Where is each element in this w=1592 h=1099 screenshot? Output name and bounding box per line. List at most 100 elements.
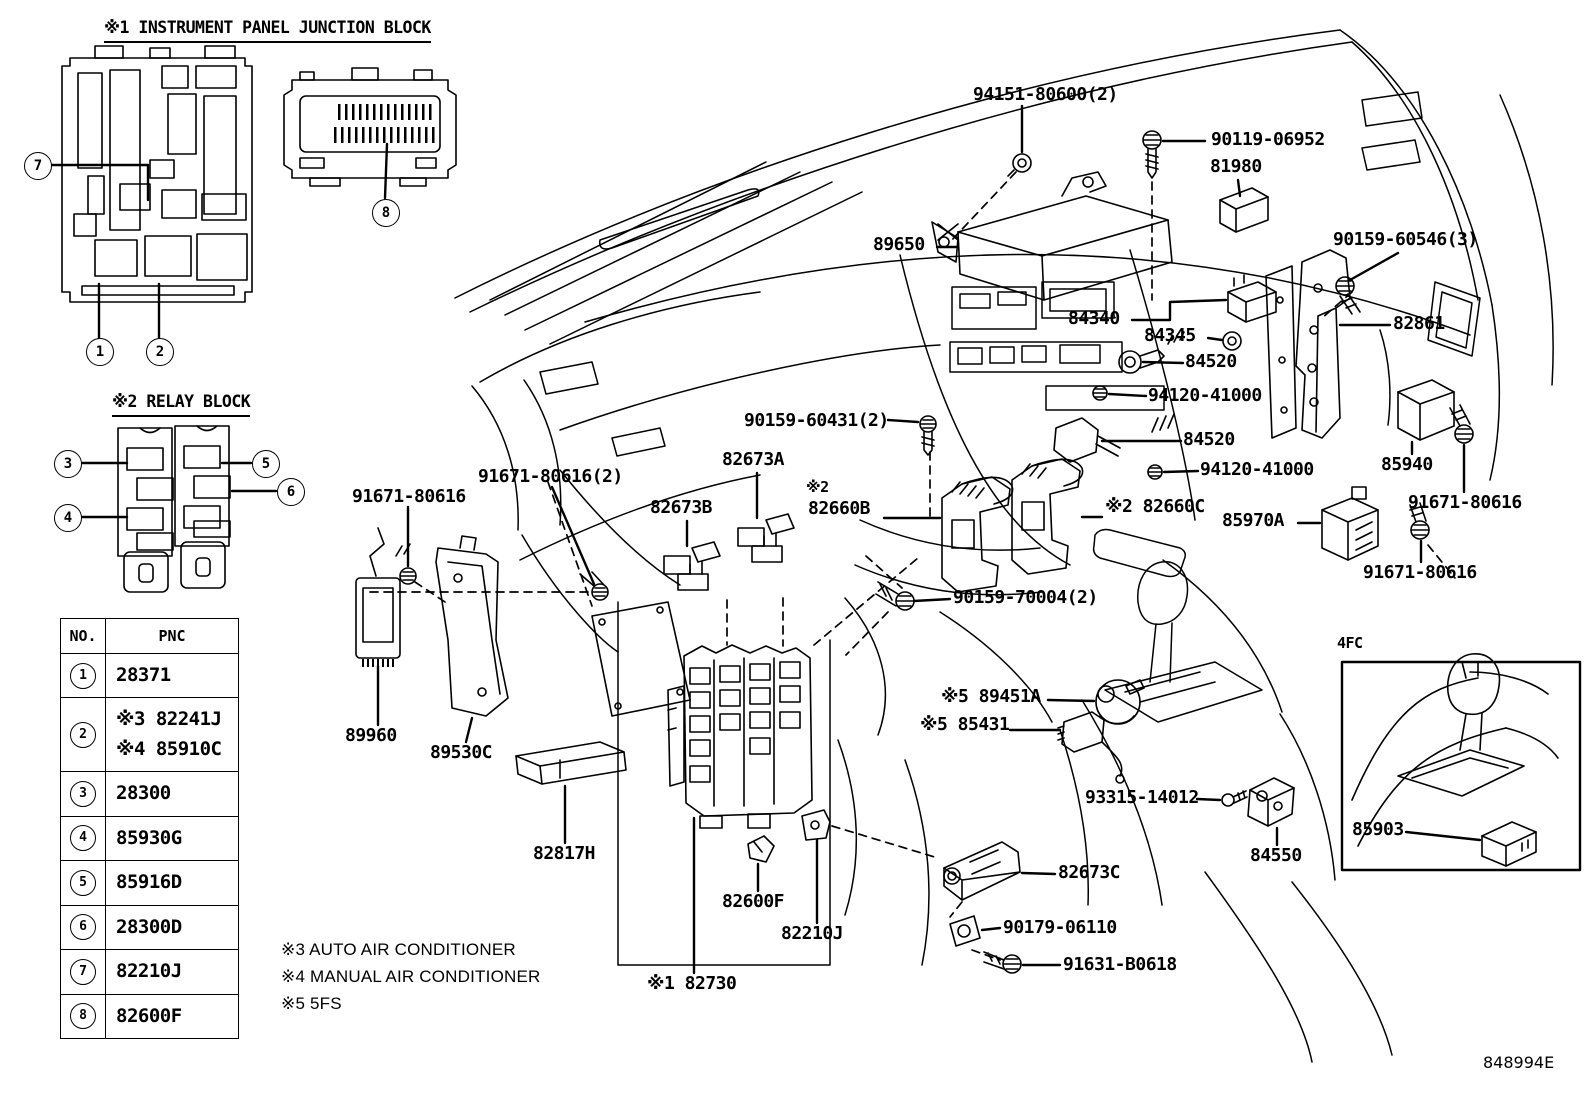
part-label-84520: 84520 (1183, 429, 1235, 450)
part-label-85970a: 85970A (1222, 510, 1285, 531)
part-label-82861: 82861 (1393, 313, 1445, 334)
bulb-84345-drawing (1222, 331, 1242, 351)
screw-60431-drawing (919, 415, 937, 456)
part-label-2: ※2 (806, 478, 829, 496)
dashed-lines (369, 171, 1456, 961)
part-label-93315-14012: 93315-14012 (1085, 787, 1199, 808)
sensor-85431-drawing (1057, 711, 1125, 784)
duct-82817h-drawing (515, 741, 627, 785)
component-drawings (355, 130, 1474, 974)
part-label-91671-80616: 91671-80616 (352, 486, 466, 507)
screw-70004-drawing (875, 581, 915, 611)
part-label-5-89451a: ※5 89451A (941, 686, 1041, 707)
part-label-85940: 85940 (1381, 454, 1433, 475)
part-label-82673a: 82673A (722, 449, 785, 470)
bracket-82660c-drawing (1011, 458, 1084, 575)
ecu-89650-drawing (931, 171, 1173, 301)
row-number-badge: 4 (70, 825, 96, 852)
part-label-84520: 84520 (1185, 351, 1237, 372)
bracket-84550-drawing (1247, 777, 1295, 827)
table-row: 2※3 82241J※4 85910C (60, 697, 239, 773)
part-label-91671-80616-2: 91671-80616(2) (478, 466, 623, 487)
cross-mark (937, 223, 959, 241)
bracket-82861-drawing (1265, 249, 1351, 439)
pnc-value: 85930G (105, 815, 239, 862)
bracket-89530c-drawing (435, 535, 509, 717)
plate-drawing (591, 601, 691, 717)
part-label-82673c: 82673C (1058, 862, 1121, 883)
row-number-cell: 3 (60, 771, 106, 817)
part-label-3-auto-air-conditioner: ※3 AUTO AIR CONDITIONER (281, 940, 516, 959)
part-label-5-5fs: ※5 5FS (281, 994, 342, 1013)
relay-81980-drawing (1219, 187, 1269, 233)
bolt-91671-left-drawing (399, 567, 417, 585)
part-label-90159-70004-2: 90159-70004(2) (953, 587, 1098, 608)
pnc-value: 28300D (105, 904, 239, 951)
grommet-94151-drawing (1007, 153, 1032, 177)
bolt-91671-left2-drawing (579, 571, 609, 601)
switch-82673a-drawing (737, 513, 795, 563)
part-label-90179-06110: 90179-06110 (1003, 917, 1117, 938)
screw-91631-drawing (983, 951, 1022, 974)
pnc-value: ※3 82241J※4 85910C (105, 697, 239, 773)
part-label-89960: 89960 (345, 725, 397, 746)
frame-82730 (617, 601, 831, 966)
clip-90179-drawing (949, 915, 981, 947)
callout-2: 2 (146, 338, 174, 366)
part-label-84345: 84345 (1144, 325, 1196, 346)
col-header-pnc: PNC (105, 618, 239, 654)
dashboard-art (454, 29, 1554, 1063)
callout-5: 5 (252, 450, 280, 478)
part-label-84550: 84550 (1250, 845, 1302, 866)
clip-82600f-drawing (747, 835, 775, 863)
part-label-4-manual-air-conditioner: ※4 MANUAL AIR CONDITIONER (281, 967, 541, 986)
row-number-badge: 6 (70, 914, 96, 941)
pnc-value: 85916D (105, 860, 239, 906)
callout-4: 4 (54, 504, 82, 532)
connector-8-drawing (283, 67, 457, 187)
part-label-4fc: 4FC (1337, 634, 1363, 652)
inset-4fc (1340, 653, 1582, 872)
bolt-91671-right-top-drawing (1449, 404, 1474, 444)
part-label-82673b: 82673B (650, 497, 713, 518)
part-label-94151-80600-2: 94151-80600(2) (973, 84, 1118, 105)
part-label-84340: 84340 (1068, 308, 1120, 329)
switch-84520a-drawing (1118, 331, 1185, 374)
leader-lines (49, 104, 1482, 975)
pnc-value: 82600F (105, 993, 239, 1039)
nut-94120b-drawing (1147, 464, 1163, 480)
doc-code: 848994E (1483, 1053, 1555, 1072)
part-label-90159-60546-3: 90159-60546(3) (1333, 229, 1478, 250)
pnc-value: 82210J (105, 949, 239, 995)
part-label-82600f: 82600F (722, 891, 785, 912)
part-label-90159-60431-2: 90159-60431(2) (744, 410, 889, 431)
part-label-82210j: 82210J (781, 923, 844, 944)
callout-8: 8 (372, 199, 400, 227)
row-number-badge: 8 (70, 1003, 96, 1030)
screw-93315-drawing (1221, 790, 1248, 807)
connector-82673c-drawing (943, 841, 1021, 901)
row-number-badge: 7 (70, 958, 96, 985)
part-label-5-85431: ※5 85431 (920, 714, 1010, 735)
row-number-cell: 2 (60, 697, 106, 773)
pnc-table-header-row: NO. PNC (60, 618, 239, 654)
part-label-89650: 89650 (873, 234, 925, 255)
table-row: 6 28300D (60, 904, 239, 951)
row-number-cell: 6 (60, 904, 106, 951)
callout-3: 3 (54, 450, 82, 478)
nut-94120a-drawing (1092, 385, 1108, 401)
relay-89960-drawing (355, 527, 411, 667)
table-row: 7 82210J (60, 949, 239, 995)
part-label-91671-80616: 91671-80616 (1408, 492, 1522, 513)
callout-6: 6 (277, 478, 305, 506)
row-number-cell: 7 (60, 949, 106, 995)
part-label-91671-80616: 91671-80616 (1363, 562, 1477, 583)
part-label-1-82730: ※1 82730 (647, 973, 737, 994)
